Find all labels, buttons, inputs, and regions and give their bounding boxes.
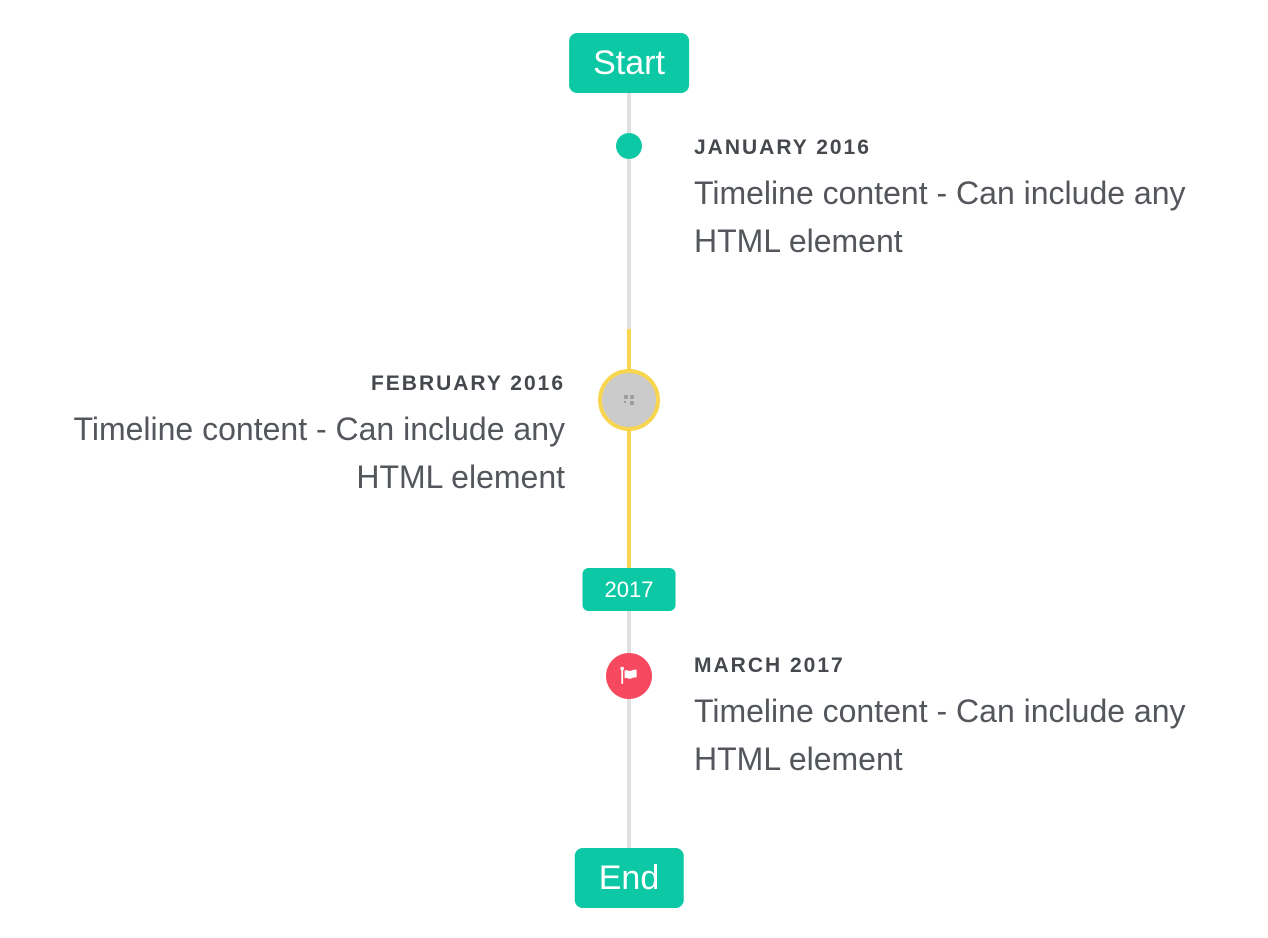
timeline-start-badge: Start — [569, 33, 689, 93]
timeline-event-march: MARCH 2017 Timeline content - Can includ… — [694, 653, 1224, 783]
timeline-end-label: End — [598, 858, 660, 897]
february-marker-circle — [598, 369, 660, 431]
event-title: FEBRUARY 2016 — [370, 372, 565, 395]
event-content: Timeline content - Can include any HTML … — [73, 411, 565, 495]
timeline-start-label: Start — [593, 43, 665, 82]
event-title: MARCH 2017 — [694, 654, 845, 677]
march-marker-circle — [606, 653, 652, 699]
event-content: Timeline content - Can include any HTML … — [694, 693, 1186, 777]
timeline-event-january: JANUARY 2016 Timeline content - Can incl… — [694, 135, 1224, 265]
event-title: JANUARY 2016 — [694, 136, 871, 159]
timeline-end-badge: End — [574, 848, 684, 908]
timeline-year-label: 2017 — [604, 576, 654, 602]
timeline-event-february: FEBRUARY 2016 Timeline content - Can inc… — [41, 371, 565, 501]
timeline-axis-highlight-segment — [627, 329, 631, 568]
timeline-year-badge: 2017 — [582, 568, 676, 611]
flag-icon — [617, 664, 641, 688]
event-content: Timeline content - Can include any HTML … — [694, 175, 1186, 259]
broken-image-icon — [621, 393, 637, 407]
january-marker-dot — [616, 133, 642, 159]
